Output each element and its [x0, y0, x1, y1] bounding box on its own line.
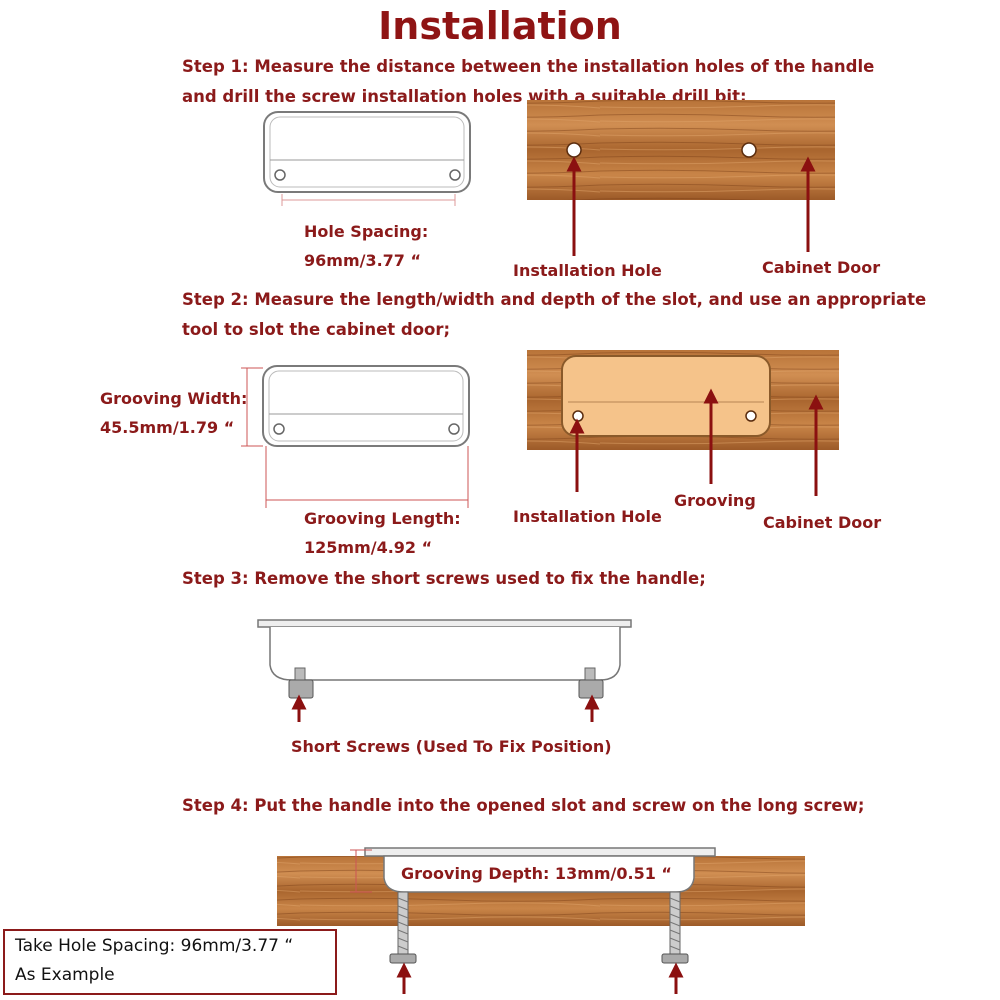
example-note-line-2: As Example — [15, 965, 115, 985]
example-note-line-1: Take Hole Spacing: 96mm/3.77 “ — [15, 936, 294, 956]
hole-spacing-label: Hole Spacing: — [304, 222, 429, 241]
installation-hole-label-1: Installation Hole — [513, 261, 662, 280]
step-1-handle — [263, 111, 471, 193]
step-2-line-2: tool to slot the cabinet door; — [182, 320, 451, 339]
installation-hole-label-2: Installation Hole — [513, 507, 662, 526]
page-title: Installation — [378, 4, 622, 48]
short-screws-label: Short Screws (Used To Fix Position) — [291, 737, 612, 756]
short-screw-left — [288, 667, 314, 699]
grooving-depth-dimension — [350, 849, 372, 893]
grooving-width-value: 45.5mm/1.79 “ — [100, 418, 235, 437]
hole-spacing-dimension — [281, 194, 456, 206]
step-3-handle-side — [257, 619, 632, 681]
grooving-width-dimension — [241, 367, 263, 447]
grooving-length-label: Grooving Length: — [304, 509, 461, 528]
step-3-line-1: Step 3: Remove the short screws used to … — [182, 569, 706, 588]
example-note-box: Take Hole Spacing: 96mm/3.77 “ As Exampl… — [3, 929, 337, 995]
step-1-cabinet-door — [527, 100, 835, 200]
step-2-handle — [262, 365, 470, 447]
hole-spacing-value: 96mm/3.77 “ — [304, 251, 422, 270]
grooving-length-dimension — [265, 446, 469, 508]
grooving-length-value: 125mm/4.92 “ — [304, 538, 433, 557]
step-2-cabinet-door — [527, 350, 839, 450]
long-screw-left — [389, 891, 417, 964]
cabinet-door-label-2: Cabinet Door — [763, 513, 882, 532]
grooving-width-label: Grooving Width: — [100, 389, 248, 408]
grooving-depth-label: Grooving Depth: 13mm/0.51 “ — [401, 864, 672, 883]
long-screw-right — [661, 891, 689, 964]
step-4-line-1: Step 4: Put the handle into the opened s… — [182, 796, 865, 815]
step-4-cabinet-door — [277, 847, 805, 926]
cabinet-door-label-1: Cabinet Door — [762, 258, 881, 277]
grooving-label: Grooving — [674, 491, 756, 510]
step-2-line-1: Step 2: Measure the length/width and dep… — [182, 290, 927, 309]
step-1-line-1: Step 1: Measure the distance between the… — [182, 57, 875, 76]
